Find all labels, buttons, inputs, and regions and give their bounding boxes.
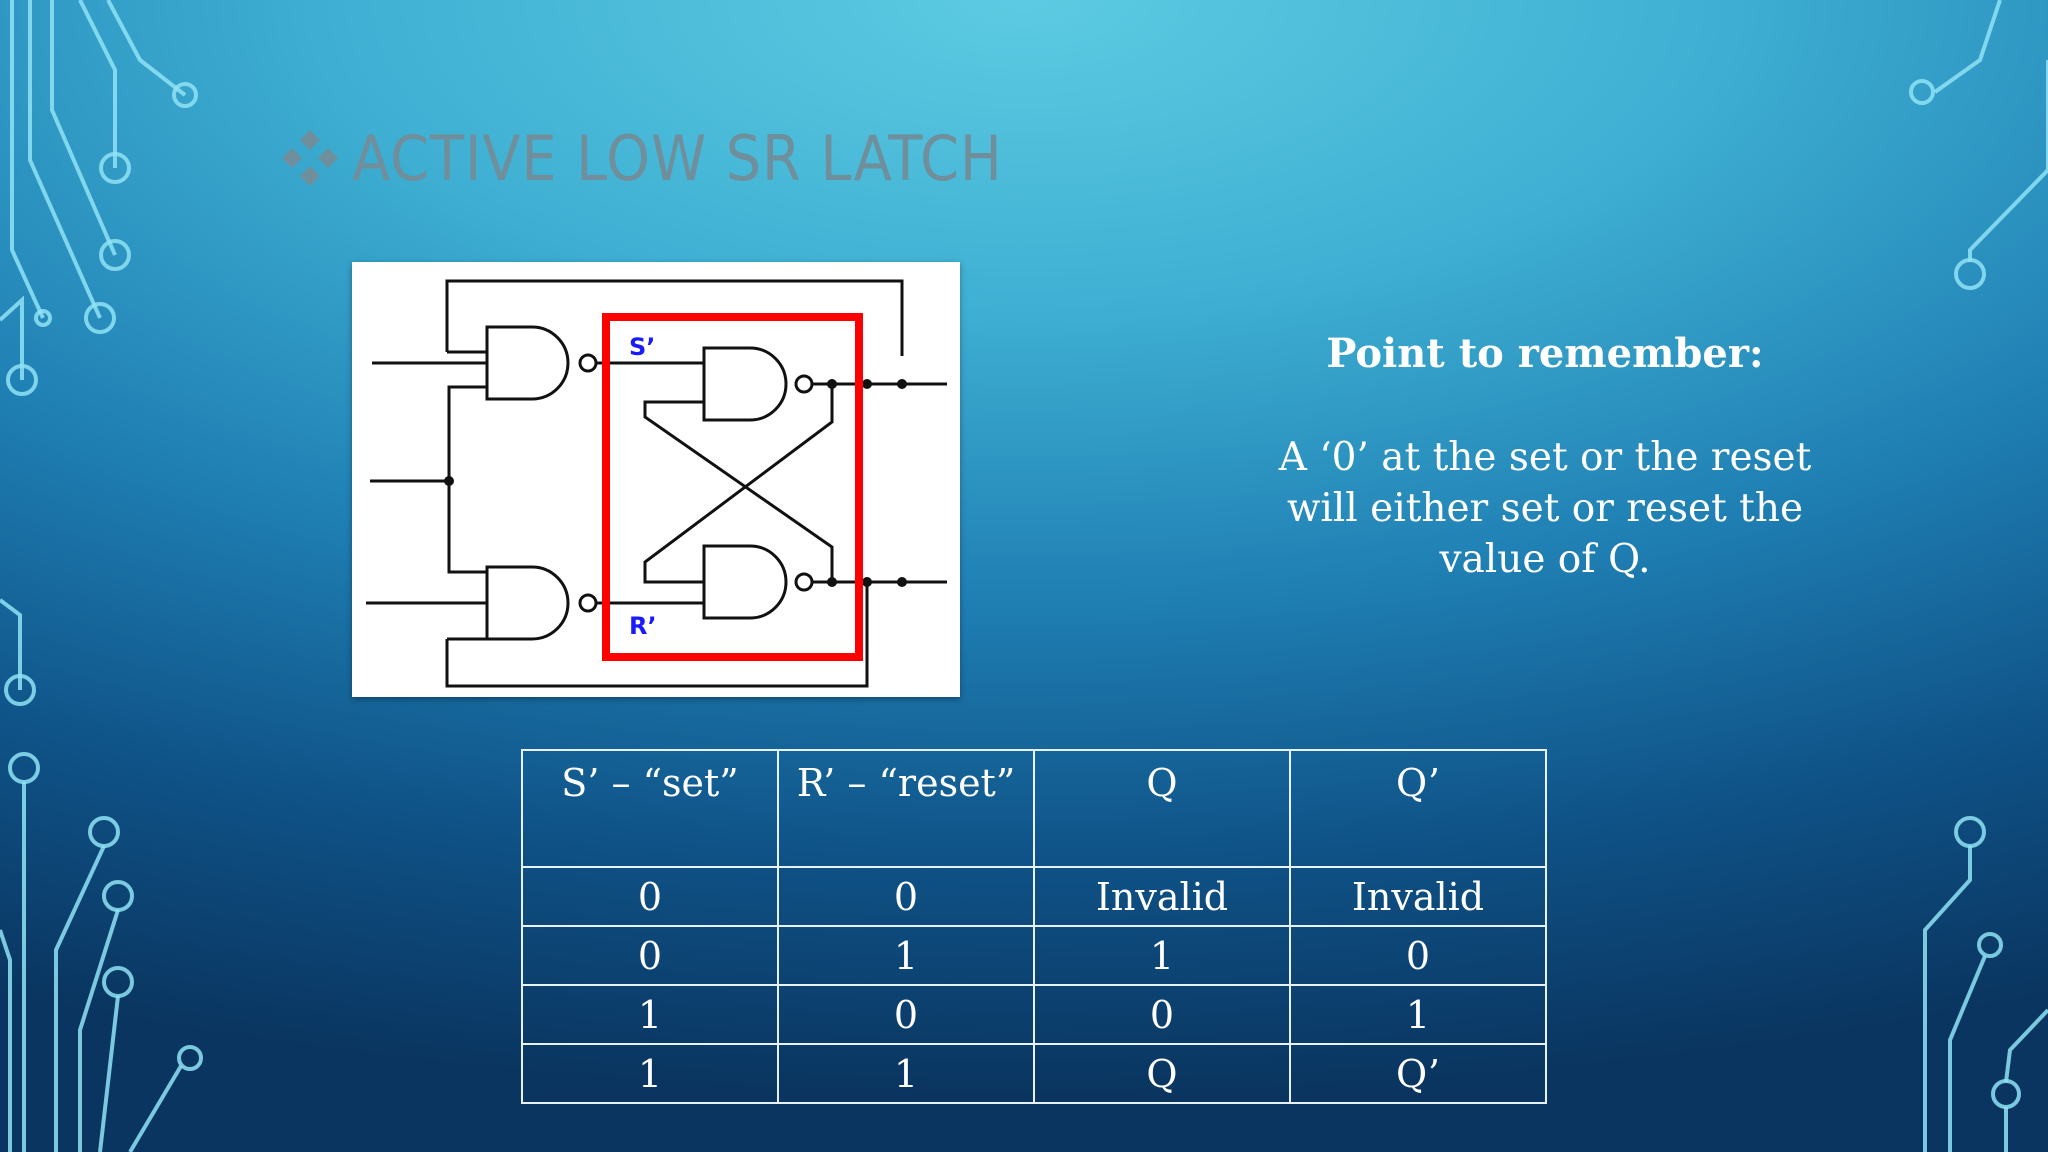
latch-nand-bottom	[702, 544, 788, 620]
table-cell: Invalid	[1289, 866, 1547, 927]
sr-latch-schematic: S’ R’	[366, 279, 947, 688]
table-cell: 0	[777, 866, 1035, 927]
input-nand-top	[485, 325, 570, 401]
table-header-row: S’ – “set” R’ – “reset” Q Q’	[521, 749, 1547, 868]
latch-highlight-box	[602, 313, 863, 661]
label-r: R’	[629, 612, 657, 640]
slide-title: ACTIVE LOW SR LATCH	[352, 121, 1003, 195]
diamond-cluster-icon	[282, 130, 338, 186]
table-cell: 0	[777, 984, 1035, 1045]
table-cell: 1	[521, 1043, 779, 1104]
latch-nand-top	[702, 346, 788, 422]
table-cell: 1	[777, 1043, 1035, 1104]
table-cell: 1	[1033, 925, 1291, 986]
table-cell: 0	[1033, 984, 1291, 1045]
table-cell: 0	[521, 925, 779, 986]
table-cell: Invalid	[1033, 866, 1291, 927]
table-cell: 1	[777, 925, 1035, 986]
table-cell: Q’	[1289, 1043, 1547, 1104]
header-q-not: Q’	[1289, 749, 1547, 868]
table-cell: 1	[521, 984, 779, 1045]
note-body: A ‘0’ at the set or the reset will eithe…	[1278, 435, 1812, 582]
header-set: S’ – “set”	[521, 749, 779, 868]
table-cell: 0	[1289, 925, 1547, 986]
table-cell: 0	[521, 866, 779, 927]
table-row: 0 0 Invalid Invalid	[521, 866, 1547, 927]
table-row: 1 1 Q Q’	[521, 1043, 1547, 1104]
sr-latch-diagram: S’ R’	[352, 262, 960, 697]
header-q: Q	[1033, 749, 1291, 868]
label-s: S’	[629, 333, 655, 361]
input-nand-bottom	[485, 565, 570, 641]
junction-dots	[444, 379, 907, 587]
slide-title-row: ACTIVE LOW SR LATCH	[280, 118, 1075, 198]
table-cell: 1	[1289, 984, 1547, 1045]
table-row: 1 0 0 1	[521, 984, 1547, 1045]
note-heading: Point to remember:	[1326, 330, 1764, 377]
table-cell: Q	[1033, 1043, 1291, 1104]
truth-table: S’ – “set” R’ – “reset” Q Q’ 0 0 Invalid…	[521, 749, 1547, 1104]
table-row: 0 1 1 0	[521, 925, 1547, 986]
header-reset: R’ – “reset”	[777, 749, 1035, 868]
